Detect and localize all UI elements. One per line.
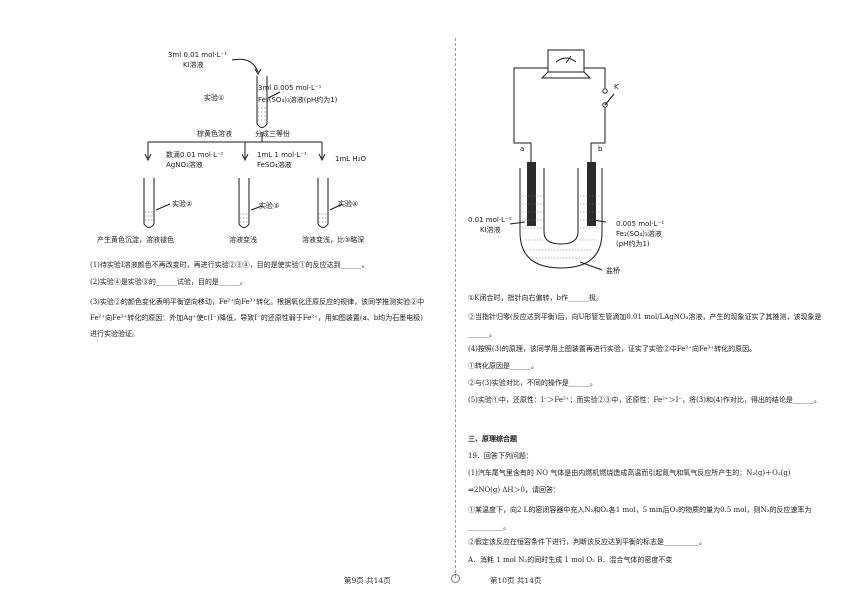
electrode-a [527, 162, 536, 226]
split-left-label: 棕黄色溶液 [197, 129, 232, 138]
tube-2 [143, 178, 155, 228]
switch-terminal-bottom [602, 102, 608, 108]
reagent-main-label-2: Fe₂(SO₄)₃溶液(pH约为1) [258, 95, 338, 104]
split-right-label: 分成三等份 [255, 129, 290, 138]
question-19-1: (1)汽车尾气里含有的 NO 气体是由内燃机燃烧造成高温而引起氮气和氧气反应所产… [468, 469, 791, 477]
result2-label: 产生黄色沉淀，溶液褪色 [97, 235, 174, 244]
add2-label-2: AgNO₃溶液 [166, 160, 203, 169]
right-solution-label-2: Fe₂(SO₄)₃溶液 [616, 229, 662, 238]
add2-label-1: 数滴0.01 mol·L⁻¹ [166, 150, 224, 159]
result4-label: 溶液变浅，比③略深 [302, 235, 364, 244]
electrode-b-label: b [598, 145, 603, 153]
experiment-flow-diagram: 3ml 0.01 mol·L⁻¹ KI溶液 3ml 0.005 mol·L⁻¹ … [97, 51, 366, 244]
left-solution-label-2: KI溶液 [480, 225, 501, 234]
question-3: (3)实验②的颜色变化表明平衡逆向移动，Fe²⁺向Fe³⁺转化。根据氧化还原反应… [90, 298, 425, 338]
section-heading: 三、原理综合题 [468, 434, 517, 443]
add3-label-2: FeSO₄溶液 [257, 160, 292, 169]
exp3-label: 实验③ [259, 201, 279, 210]
exp1-label: 实验① [204, 93, 224, 102]
question-5: (5)实验①中，还原性：I⁻＞Fe²⁺；而实验②③中，还原性：Fe²⁺＞I⁻，将… [468, 396, 821, 404]
galvanic-cell-diagram: K a b 0.01 mol·L⁻¹ KI溶液 0.005 mol·L⁻¹ Fe… [468, 49, 664, 275]
exp4-label: 实验④ [338, 199, 358, 208]
page-divider [455, 38, 456, 578]
switch-terminal-top [602, 88, 608, 94]
left-solution-label-1: 0.01 mol·L⁻¹ [468, 216, 512, 224]
binding-mark-icon [451, 574, 460, 583]
tube-1 [256, 76, 268, 128]
question-4-1: ①转化原因是______。 [468, 362, 538, 370]
question-3-2: ②当指针归零(反应达到平衡)后，向U形管左管滴加0.01 mol/LAgNO₃溶… [468, 313, 822, 338]
question-1: (1)待实验Ⅰ溶液颜色不再改变时，再进行实验②③④，目的是使实验①的反应达到__… [90, 261, 369, 269]
right-solution-label-1: 0.005 mol·L⁻¹ [616, 220, 664, 228]
electrode-b [587, 162, 596, 226]
question-19-1-options: A．消耗 1 mol N₂的同时生成 1 mol O₂ B．混合气体的密度不变 [468, 556, 673, 564]
add4-label: 1mL H₂O [335, 155, 366, 163]
page-number-left: 第9页 共14页 [344, 576, 391, 585]
right-solution-label-3: (pH约为1) [616, 239, 650, 248]
galvanometer-icon [547, 49, 585, 73]
salt-bridge-label: 盐桥 [606, 266, 620, 275]
question-2: (2)实验④是实验③的______试验，目的是______。 [90, 278, 247, 286]
question-3-1: ①K闭合时，指针向右偏转，b作______极。 [468, 294, 603, 302]
question-19-1-part1: ①某温度下，向2 L的密闭容器中充入N₂和O₂各1 mol，5 min后O₂的物… [468, 506, 812, 531]
tube-3 [238, 178, 250, 228]
question-4: (4)按照(3)的原理，该同学用上图装置再进行实验，证实了实验②中Fe²⁺向Fe… [468, 345, 757, 353]
question-4-2: ②与(3)实验对比，不同的操作是______。 [468, 379, 597, 387]
reagent-top-label-2: KI溶液 [183, 60, 204, 69]
question-19-1-part2: ②假定该反应在恒容条件下进行，判断该反应达到平衡的标志是__________。 [468, 538, 706, 546]
add3-label-1: 1mL 1 mol·L⁻¹ [257, 151, 307, 159]
switch-label: K [614, 83, 619, 91]
question-19-1-equation: ⇌2NO(g) ΔH＞0，请回答： [468, 486, 560, 494]
exp2-label: 实验② [172, 199, 192, 208]
question-19: 19．回答下列问题： [468, 452, 533, 460]
page-number-right: 第10页 共14页 [490, 576, 542, 585]
reagent-main-label-1: 3ml 0.005 mol·L⁻¹ [258, 84, 322, 92]
switch-k [604, 93, 615, 106]
tube-4 [317, 178, 329, 228]
electrode-a-label: a [520, 145, 524, 153]
result3-label: 溶液变浅 [229, 235, 257, 244]
u-tube [519, 168, 603, 269]
reagent-top-label-1: 3ml 0.01 mol·L⁻¹ [168, 51, 227, 59]
left-page: 3ml 0.01 mol·L⁻¹ KI溶液 3ml 0.005 mol·L⁻¹ … [90, 51, 425, 585]
right-page: K a b 0.01 mol·L⁻¹ KI溶液 0.005 mol·L⁻¹ Fe… [430, 0, 860, 608]
